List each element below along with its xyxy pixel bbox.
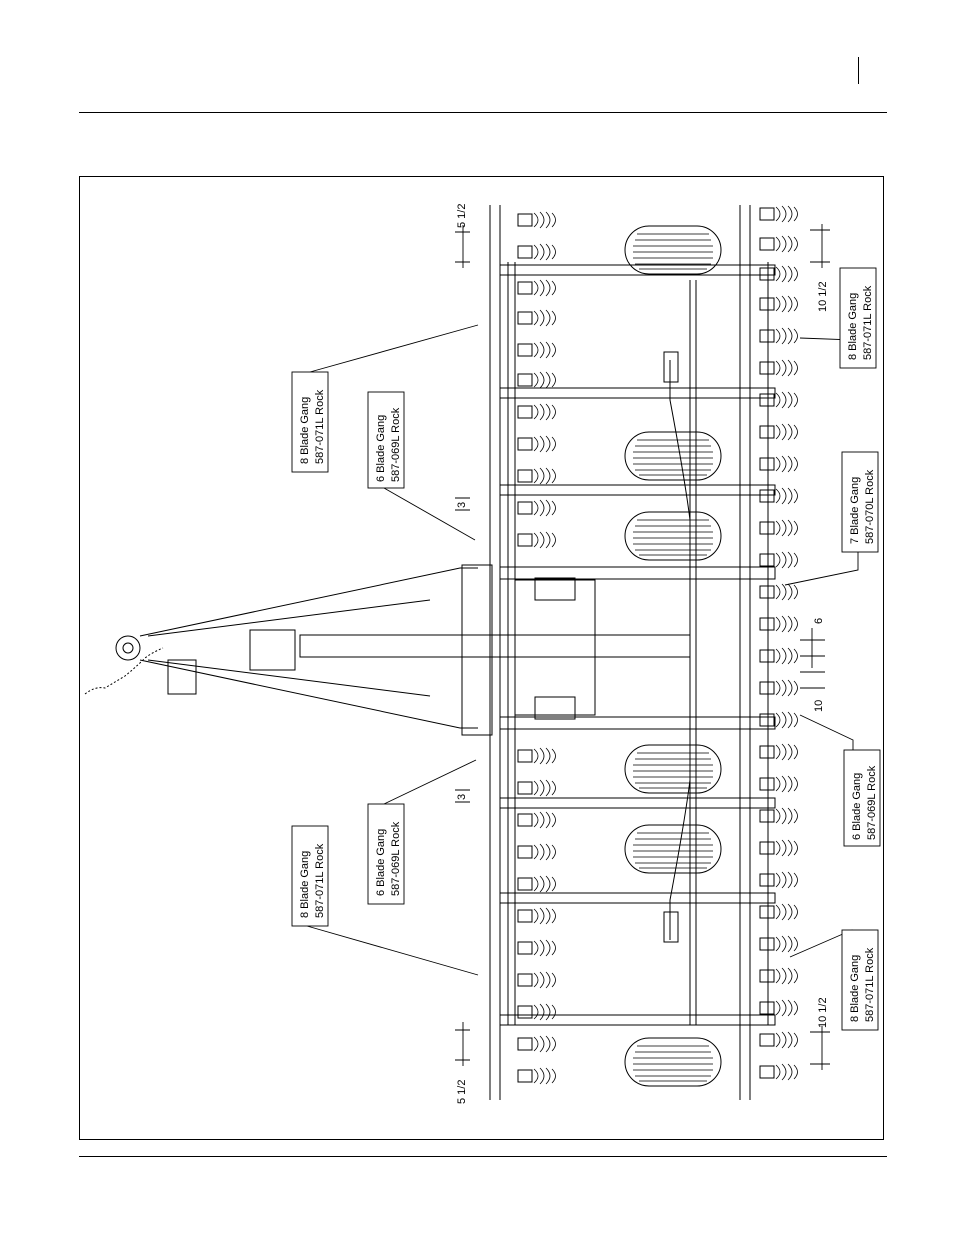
callout-right-center-gang: 7 Blade Gang 587-070L Rock — [842, 452, 878, 552]
svg-text:587-071L Rock: 587-071L Rock — [314, 389, 326, 464]
callout-upper-mid-gang: 6 Blade Gang 587-069L Rock — [368, 392, 404, 488]
svg-text:8 Blade Gang: 8 Blade Gang — [299, 851, 311, 918]
blade-row-rear — [760, 206, 798, 1080]
tires — [625, 226, 721, 1086]
svg-text:6 Blade Gang: 6 Blade Gang — [851, 773, 863, 840]
svg-text:587-071L Rock: 587-071L Rock — [862, 285, 874, 360]
svg-text:6 Blade Gang: 6 Blade Gang — [375, 415, 387, 482]
blade-row-front — [518, 212, 556, 1084]
dim-right-bottom-spacing: 10 1/2 — [817, 997, 829, 1028]
svg-text:587-069L Rock: 587-069L Rock — [390, 407, 402, 482]
svg-text:8 Blade Gang: 8 Blade Gang — [849, 955, 861, 1022]
dim-bottom-offset: 5 1/2 — [456, 1080, 468, 1104]
callout-top-left-gang: 8 Blade Gang 587-071L Rock — [292, 372, 328, 472]
dim-center-spacing-a: 6 — [813, 618, 825, 624]
callout-right-lower-gang: 6 Blade Gang 587-069L Rock — [844, 750, 880, 846]
svg-text:587-071L Rock: 587-071L Rock — [864, 947, 876, 1022]
svg-text:7 Blade Gang: 7 Blade Gang — [849, 477, 861, 544]
callout-right-top-gang: 8 Blade Gang 587-071L Rock — [840, 268, 876, 368]
svg-text:587-069L Rock: 587-069L Rock — [390, 821, 402, 896]
leader-lines — [307, 224, 858, 1070]
dim-right-top-spacing: 10 1/2 — [817, 281, 829, 312]
svg-text:6 Blade Gang: 6 Blade Gang — [375, 829, 387, 896]
frame-structure — [85, 205, 775, 1100]
callout-bottom-left-gang: 8 Blade Gang 587-071L Rock — [292, 826, 328, 926]
dim-lower-spacing: 3 — [456, 794, 468, 800]
callout-lower-mid-gang: 6 Blade Gang 587-069L Rock — [368, 804, 404, 904]
svg-text:587-069L Rock: 587-069L Rock — [866, 765, 878, 840]
callout-right-bottom-gang: 8 Blade Gang 587-071L Rock — [842, 930, 878, 1030]
svg-text:587-070L Rock: 587-070L Rock — [864, 469, 876, 544]
svg-text:8 Blade Gang: 8 Blade Gang — [299, 397, 311, 464]
svg-text:8 Blade Gang: 8 Blade Gang — [847, 293, 859, 360]
dim-upper-spacing: 3 — [456, 502, 468, 508]
dim-center-spacing-b: 10 — [813, 700, 825, 712]
dim-top-offset: 5 1/2 — [456, 204, 468, 228]
svg-text:587-071L Rock: 587-071L Rock — [314, 843, 326, 918]
